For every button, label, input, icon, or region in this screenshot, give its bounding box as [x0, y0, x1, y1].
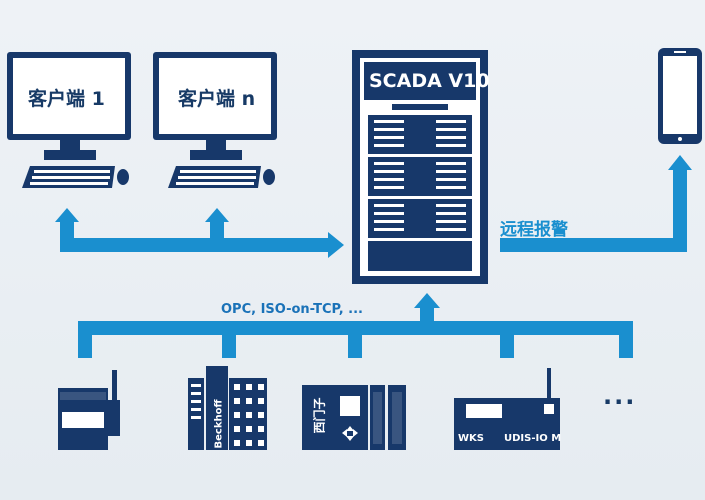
remote-alarm-arrow: [500, 155, 692, 252]
mobile-phone: [658, 48, 702, 144]
alarm-vertical-line: [673, 168, 687, 252]
client-1-label: 客户端 1: [28, 88, 105, 110]
wks-udis-display: [466, 404, 502, 418]
client-n-monitor-base: [190, 150, 242, 160]
client-n-riser: [210, 222, 224, 244]
more-devices-ellipsis: ...: [603, 382, 637, 410]
client-bus-line: [60, 238, 330, 252]
client-1-riser: [60, 222, 74, 252]
client-1-screen: [13, 58, 125, 134]
server-title: SCADA V10: [369, 70, 490, 92]
server-title-panel: [364, 62, 476, 100]
server-rack-slots: [374, 120, 466, 231]
phone-home-button: [678, 137, 682, 141]
client-1-arrowhead: [55, 208, 79, 222]
beckhoff-label: Beckhoff: [213, 399, 225, 449]
client-1-mouse: [117, 169, 129, 185]
phone-speaker: [674, 51, 686, 53]
client-n-mouse: [263, 169, 275, 185]
client-connection-arrows: [55, 208, 344, 258]
client-n-label: 客户端 n: [178, 88, 256, 110]
beckhoff-coupler-main: [206, 366, 228, 450]
device-wireless-module: [58, 370, 120, 450]
siemens-module-2: [388, 385, 406, 450]
client-1-monitor-base: [44, 150, 96, 160]
drop-3: [348, 321, 362, 358]
siemens-module-1: [370, 385, 385, 450]
client-n-computer: [153, 52, 277, 188]
drop-4: [500, 321, 514, 358]
alarm-horizontal-line: [500, 238, 687, 252]
siemens-label: 西门子: [312, 397, 327, 434]
server-uplink-arrowhead: [414, 293, 440, 308]
udis-label: UDIS-IO M: [504, 433, 562, 444]
siemens-cpu: [334, 385, 368, 450]
wks-label: WKS: [458, 433, 484, 444]
beckhoff-coupler-left: [188, 378, 204, 450]
drop-5: [619, 321, 633, 358]
client-1-computer: [7, 52, 131, 188]
device-beckhoff-io: [188, 366, 267, 450]
client-n-keyboard-keys: [176, 170, 256, 185]
wks-indicator: [544, 404, 554, 414]
antenna-icon: [112, 370, 117, 402]
protocol-label: OPC, ISO-on-TCP, ...: [221, 302, 363, 317]
scada-server-rack: [352, 50, 488, 284]
client-n-monitor-neck: [206, 140, 226, 150]
remote-alarm-label: 远程报警: [500, 220, 568, 240]
device-wks-udis: [454, 368, 560, 450]
client-1-keyboard-keys: [30, 170, 110, 185]
wks-antenna-icon: [547, 368, 551, 400]
client-1-monitor-neck: [60, 140, 80, 150]
drop-1: [78, 321, 92, 358]
client-n-arrowhead: [205, 208, 229, 222]
siemens-psu: [302, 385, 334, 450]
drop-2: [222, 321, 236, 358]
beckhoff-terminal-leds: [234, 384, 264, 446]
siemens-cpu-display: [340, 396, 360, 416]
wireless-module-side: [108, 400, 120, 436]
server-indicator-strip: [392, 104, 448, 110]
device-siemens-plc: [302, 385, 406, 450]
phone-arrowhead: [668, 155, 692, 170]
field-bus: [78, 293, 633, 358]
to-server-arrowhead: [328, 232, 344, 258]
client-n-screen: [159, 58, 271, 134]
phone-screen: [663, 56, 697, 134]
wireless-module-display: [62, 412, 104, 428]
siemens-nav-keys: [342, 426, 358, 441]
